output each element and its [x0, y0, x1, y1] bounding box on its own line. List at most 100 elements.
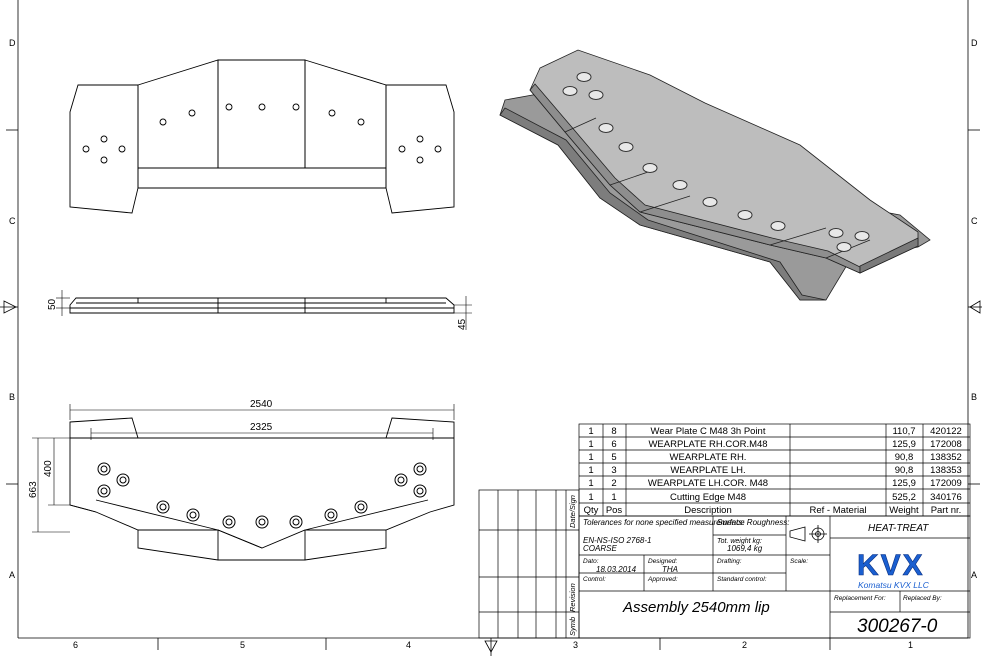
svg-text:1: 1 — [588, 478, 593, 489]
replaced-label: Replaced By: — [903, 595, 942, 602]
replacement-label: Replacement For: — [834, 595, 886, 602]
scale-label: Scale: — [790, 558, 808, 565]
col-label: 1 — [908, 640, 913, 650]
designed-label: Designed: — [648, 558, 677, 565]
col-label: 6 — [73, 640, 78, 650]
top-view-holes — [82, 103, 442, 164]
standard-label: Standard control: — [717, 576, 767, 583]
designed-value: THA — [662, 565, 678, 574]
zone-label-right: D — [971, 38, 978, 48]
svg-text:WEARPLATE RH.: WEARPLATE RH. — [670, 452, 747, 463]
col-label: 3 — [573, 640, 578, 650]
bom-row: 1 6 WEARPLATE RH.COR.M48 125,9 172008 — [588, 439, 962, 450]
svg-text:6: 6 — [611, 439, 616, 450]
svg-text:138352: 138352 — [930, 452, 962, 463]
svg-text:5: 5 — [611, 452, 616, 463]
zone-label-left: D — [9, 38, 16, 48]
svg-text:1: 1 — [588, 465, 593, 476]
zone-label-right: A — [971, 570, 977, 580]
heat-treat: HEAT-TREAT — [868, 523, 929, 534]
svg-text:172008: 172008 — [930, 439, 962, 450]
dim-inner-width: 2325 — [250, 422, 273, 433]
tolerances-grade: COARSE — [583, 544, 617, 553]
svg-text:420122: 420122 — [930, 426, 962, 437]
weight-value: 1069,4 kg — [727, 544, 763, 553]
bom-row: 1 2 WEARPLATE LH.COR. M48 125,9 172009 — [588, 478, 962, 489]
side-view — [69, 297, 455, 314]
zone-label-left: C — [9, 216, 16, 226]
date-value: 18.03.2014 — [596, 565, 637, 574]
svg-text:525,2: 525,2 — [892, 492, 916, 503]
col-label: 4 — [406, 640, 411, 650]
svg-text:Part nr.: Part nr. — [931, 505, 962, 516]
drafting-label: Drafting: — [717, 558, 742, 565]
date-label: Dato: — [583, 558, 599, 565]
svg-text:Pos: Pos — [606, 505, 623, 516]
bottom-dimensions — [32, 404, 455, 533]
svg-text:90,8: 90,8 — [895, 452, 914, 463]
svg-text:125,9: 125,9 — [892, 439, 916, 450]
zone-label-left: B — [9, 392, 15, 402]
svg-text:Wear Plate C M48 3h Point: Wear Plate C M48 3h Point — [651, 426, 766, 437]
rev-label-date-sign: Date/Sign — [568, 495, 577, 528]
svg-text:Ref - Material: Ref - Material — [809, 505, 866, 516]
dim-thickness-right: 45 — [457, 318, 468, 330]
rev-label-revision: Revision — [568, 583, 577, 612]
rev-label-symb: Symb — [568, 617, 577, 636]
bottom-view — [69, 417, 455, 561]
bom-row: 1 3 WEARPLATE LH. 90,8 138353 — [588, 465, 962, 476]
bom-row: 1 5 WEARPLATE RH. 90,8 138352 — [588, 452, 962, 463]
svg-text:WEARPLATE RH.COR.M48: WEARPLATE RH.COR.M48 — [648, 439, 767, 450]
svg-text:3: 3 — [611, 465, 616, 476]
bottom-view-holes — [97, 462, 427, 529]
isometric-holes — [562, 72, 870, 252]
projection-symbol-icon — [789, 525, 827, 543]
svg-text:340176: 340176 — [930, 492, 962, 503]
side-dimensions — [56, 290, 472, 330]
dim-height-total: 663 — [28, 481, 39, 498]
svg-text:172009: 172009 — [930, 478, 962, 489]
top-view — [69, 59, 455, 214]
control-label: Control: — [583, 576, 606, 583]
zone-label-left: A — [9, 570, 15, 580]
svg-text:WEARPLATE LH.: WEARPLATE LH. — [670, 465, 745, 476]
revision-grid — [478, 489, 580, 639]
zone-label-right: C — [971, 216, 978, 226]
logo-text: KVX — [857, 549, 925, 582]
tolerances-std: EN-NS-ISO 2768-1 — [583, 536, 651, 545]
svg-text:Cutting Edge M48: Cutting Edge M48 — [670, 492, 746, 503]
svg-text:90,8: 90,8 — [895, 465, 914, 476]
col-label: 2 — [742, 640, 747, 650]
svg-text:2: 2 — [611, 478, 616, 489]
svg-text:WEARPLATE LH.COR. M48: WEARPLATE LH.COR. M48 — [648, 478, 768, 489]
tolerances-label: Tolerances for none specified measuremen… — [583, 518, 745, 527]
dim-overall-width: 2540 — [250, 399, 273, 410]
svg-text:Weight: Weight — [889, 505, 919, 516]
bom-row: 1 1 Cutting Edge M48 525,2 340176 — [588, 492, 962, 503]
svg-text:1: 1 — [588, 452, 593, 463]
drawing-title: Assembly 2540mm lip — [622, 599, 770, 616]
dim-thickness-left: 50 — [47, 298, 58, 310]
col-label: 5 — [240, 640, 245, 650]
zone-label-right: B — [971, 392, 977, 402]
svg-text:1: 1 — [588, 426, 593, 437]
approved-label: Approved: — [647, 576, 678, 583]
company-name: Komatsu KVX LLC — [858, 580, 930, 590]
svg-text:1: 1 — [588, 439, 593, 450]
svg-text:1: 1 — [588, 492, 593, 503]
surface-label: Surface Roughness: — [717, 518, 790, 527]
svg-text:125,9: 125,9 — [892, 478, 916, 489]
company-logo: KVX Komatsu KVX LLC — [857, 549, 930, 590]
svg-text:Description: Description — [684, 505, 732, 516]
isometric-view — [499, 49, 931, 301]
dim-height-inner: 400 — [43, 460, 54, 477]
svg-text:1: 1 — [611, 492, 616, 503]
svg-text:138353: 138353 — [930, 465, 962, 476]
svg-text:110,7: 110,7 — [892, 426, 915, 437]
weight-label: Tot. weight kg: — [717, 538, 762, 545]
